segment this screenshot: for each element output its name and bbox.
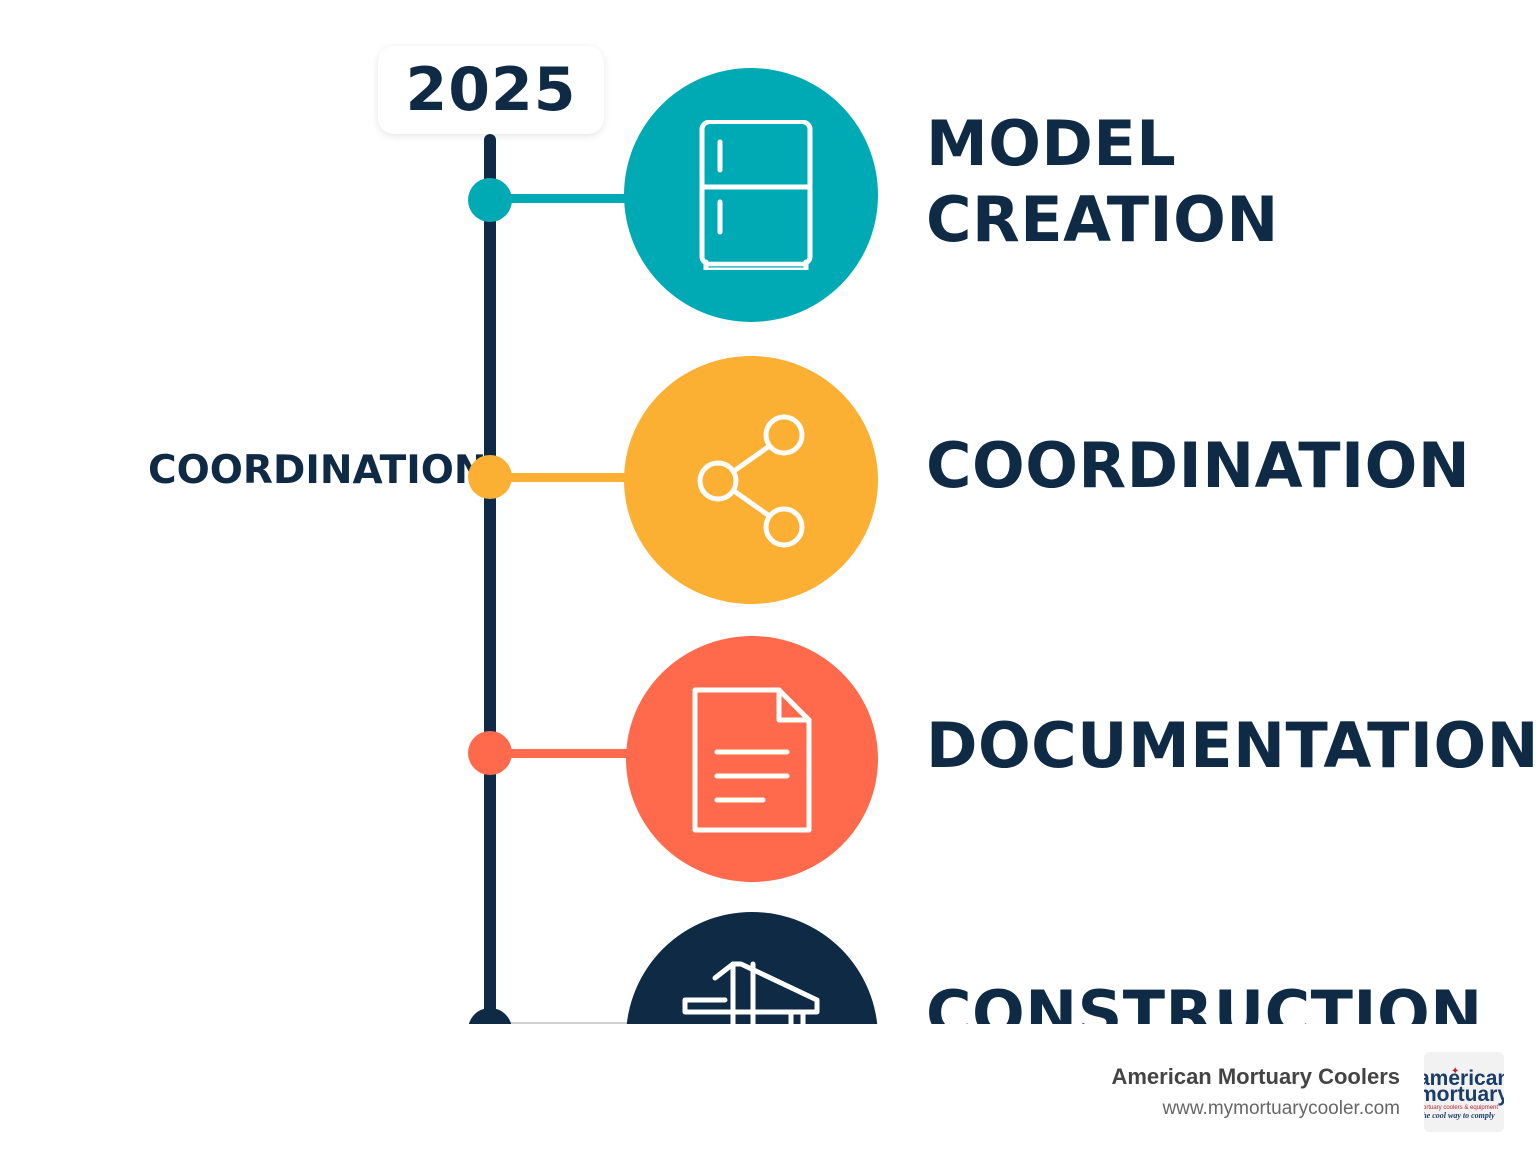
stage-title-documentation: DOCUMENTATION (926, 709, 1536, 782)
stage-circle-coordination (624, 356, 878, 604)
connector-model-creation (490, 194, 630, 203)
timeline-dot-construction (468, 1008, 512, 1024)
svg-text:mortuary: mortuary (1424, 1083, 1504, 1106)
crane-icon (682, 961, 820, 1024)
stage-circle-model-creation (624, 68, 878, 322)
footer-company-name: American Mortuary Coolers (1111, 1064, 1400, 1089)
timeline-dot-documentation (468, 731, 512, 775)
timeline-line (484, 134, 496, 1024)
svg-text:american: american (1424, 1067, 1504, 1090)
timeline-dot-coordination (468, 455, 512, 499)
company-logo: american mortuary mortuary coolers & equ… (1424, 1052, 1504, 1132)
year-badge: 2025 (378, 46, 604, 134)
stage-title-model-line2: CREATION (926, 183, 1279, 256)
stage-circle-construction (626, 912, 878, 1024)
svg-text:✦: ✦ (1451, 1066, 1459, 1077)
share-icon (697, 414, 805, 548)
connector-documentation (490, 749, 630, 758)
stage-circle-documentation (626, 636, 878, 882)
svg-text:the cool way to comply: the cool way to comply (1424, 1111, 1495, 1120)
footer-website[interactable]: www.mymortuarycooler.com (1162, 1098, 1400, 1119)
refrigerator-icon (699, 120, 813, 270)
document-icon (692, 687, 812, 833)
stage-title-construction: CONSTRUCTION (926, 977, 1483, 1024)
connector-coordination (490, 473, 630, 482)
year-label: 2025 (405, 55, 577, 125)
connector-construction (490, 1022, 630, 1024)
stage-title-model-line1: MODEL (926, 107, 1177, 180)
side-label-coordination: COORDINATION (148, 448, 487, 493)
timeline-diagram: 2025 MODEL CREATION COORDINATION COORDIN… (148, 46, 1536, 1024)
stage-title-coordination: COORDINATION (926, 429, 1471, 502)
stage-title-model-creation: MODEL CREATION (926, 106, 1279, 258)
svg-text:mortuary coolers & equipment: mortuary coolers & equipment (1424, 1105, 1498, 1111)
timeline-dot-model-creation (468, 178, 512, 222)
